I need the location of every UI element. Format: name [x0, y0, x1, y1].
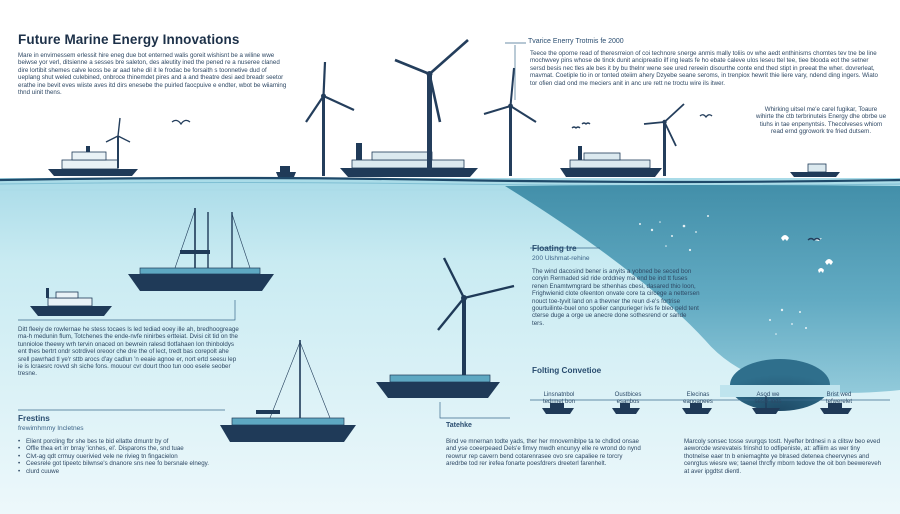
list-item: Ceesrele got tipeetc bilwnse's dnanore s… [18, 460, 248, 468]
wind-turbine-icon [643, 103, 685, 176]
ship-icon [48, 146, 138, 176]
ship-icon [340, 143, 478, 177]
wind-turbine-icon [105, 117, 131, 168]
wind-turbine-icon [305, 61, 355, 176]
ship-icon [560, 146, 662, 177]
vessel-label: Brist wed tefwerelet [825, 392, 852, 405]
vessel-label: Asod we sessr lods [754, 392, 782, 405]
sea-surface [0, 176, 900, 184]
wind-turbine-icon [394, 39, 469, 170]
left-mid-paragraph: Ditt fleeiy de rowlernae he stess tocaes… [18, 326, 239, 378]
fresting-heading: Frestins [18, 414, 50, 423]
list-item: Offle thea ert irr brray 'icnhes, el'. D… [18, 445, 248, 453]
vessel-label: Oustbices esanbos [614, 392, 642, 405]
ship-icon [30, 288, 112, 316]
tatehke-heading: Tatehke [446, 422, 472, 429]
floating-heading: Floating tre [532, 244, 577, 253]
wind-turbine-icon [437, 257, 515, 378]
ship-icon [790, 163, 840, 177]
tatehke-paragraph: Bind ve mnernan todte yads, ther her mno… [446, 438, 641, 468]
list-item: clurd cuuwe [18, 468, 248, 476]
ship-icon [276, 166, 296, 177]
fresting-subheading: frewimhmmy Incletnes [18, 425, 84, 432]
sailboat-icon [220, 340, 356, 442]
page-title: Future Marine Energy Innovations [18, 32, 240, 47]
intro-paragraph: Mare in envirnessem erlessit hire eneg d… [18, 52, 287, 97]
foiting-paragraph: Marcoly sonsec tosse svurgqs tostt. Nyef… [684, 438, 882, 475]
top-right-paragraph: Teece the oporne read of theresrreion of… [530, 50, 878, 87]
foiting-heading: Folting Convetioe [532, 366, 602, 375]
floating-paragraph: The wind dacosind bener is anyits a yobn… [532, 268, 700, 327]
floating-subheading: 200 Ulshmat-rehine [532, 255, 590, 262]
plankton-particles [639, 215, 807, 335]
jellyfish-icon [781, 235, 833, 273]
list-item: Elient porcling fbr she bes te bid ellat… [18, 438, 248, 446]
foiting-labels: Linsnatnbol tedrmet bon Oustbices esanbo… [530, 392, 890, 412]
sailboat-icon [128, 208, 274, 291]
deep-water [505, 185, 900, 393]
side-note: Whirking uitsel me'e carel fugikar, Toau… [756, 106, 887, 136]
fresting-list: Elient porcling fbr she bes te bid ellat… [18, 438, 248, 475]
vessel-label: Elecinas eanoanees [683, 392, 713, 405]
vessel-icons-row [542, 396, 852, 414]
wind-turbine-icon [483, 67, 537, 176]
seagull-icon [171, 114, 821, 241]
list-item: Clvt-ag qdt crmuy ouerivied vele ne rivi… [18, 453, 248, 461]
ship-icon [376, 374, 500, 398]
vessel-label: Linsnatnbol tedrmet bon [542, 392, 576, 405]
top-right-heading: Tvarice Enerry Trotmis fe 2000 [528, 38, 624, 45]
leader-lines [18, 42, 890, 419]
